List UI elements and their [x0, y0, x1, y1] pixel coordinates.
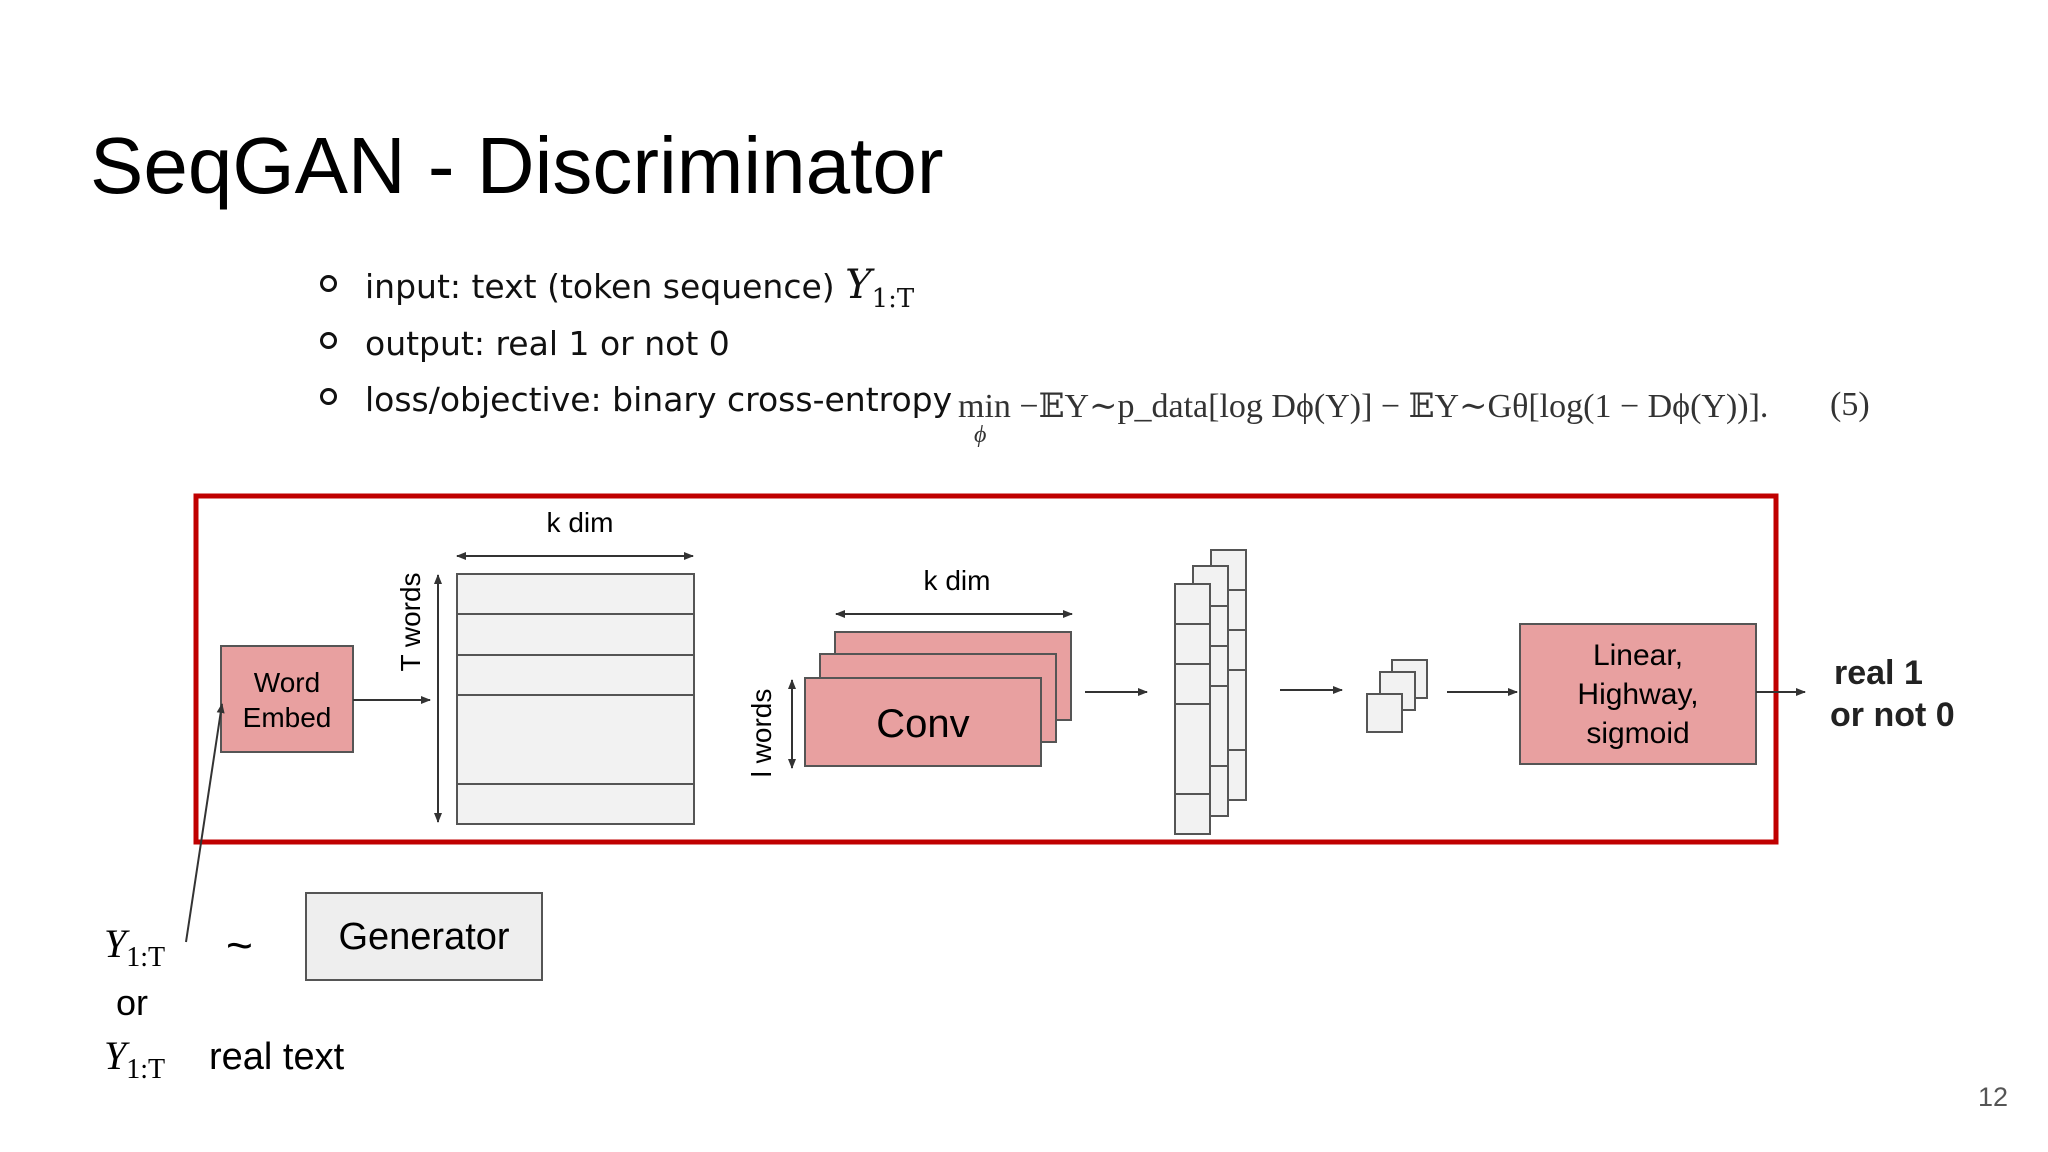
- l-words-label: l words: [746, 689, 777, 778]
- k-dim-label-1: k dim: [547, 507, 614, 538]
- formula-number: (5): [1830, 386, 1870, 423]
- bullet-output-text: output: real 1 or not 0: [365, 324, 730, 363]
- y-sequence-real: Y1:T: [104, 1033, 166, 1085]
- generator-label: Generator: [338, 916, 509, 958]
- bullet-input: input: text (token sequence) Y1:T: [320, 262, 914, 314]
- embedding-matrix: [456, 573, 695, 825]
- bullet-input-math: Y1:T: [845, 262, 915, 314]
- bullet-loss-text: loss/objective: binary cross-entropy: [365, 380, 953, 419]
- word-embed-label-2: Embed: [243, 702, 332, 733]
- generator-block: [305, 892, 543, 981]
- conv-label: Conv: [876, 702, 969, 746]
- y-sequence-generated: Y1:T: [104, 921, 166, 973]
- bullet-dot-icon: [320, 388, 337, 405]
- real-text-label: real text: [209, 1036, 345, 1078]
- bullet-dot-icon: [320, 275, 337, 292]
- pooled-features: [1366, 659, 1428, 733]
- bullet-output: output: real 1 or not 0: [320, 324, 730, 363]
- k-dim-label-2: k dim: [924, 565, 991, 596]
- linear-highway-sigmoid-block: [1519, 623, 1757, 765]
- bullet-dot-icon: [320, 332, 337, 349]
- formula-min-subscript: ϕ: [974, 422, 987, 448]
- or-label: or: [116, 982, 149, 1023]
- slide-title: SeqGAN - Discriminator: [90, 121, 944, 210]
- conv-block: [804, 677, 1042, 767]
- output-block-line-3: sigmoid: [1586, 717, 1689, 750]
- bullet-input-text: input: text (token sequence): [365, 267, 835, 306]
- loss-formula: min −𝔼Y∼p_data[log Dϕ(Y)] − 𝔼Y∼Gθ[log(1 …: [958, 386, 1870, 448]
- word-embed-block: [220, 645, 354, 753]
- input-arrow: [185, 703, 225, 943]
- output-label-1: real 1: [1834, 654, 1923, 692]
- discriminator-frame: [193, 493, 1779, 845]
- formula-expression: min −𝔼Y∼p_data[log Dϕ(Y)] − 𝔼Y∼Gθ[log(1 …: [958, 388, 1769, 425]
- output-block-line-2: Highway,: [1577, 678, 1698, 711]
- output-block-line-1: Linear,: [1593, 639, 1683, 672]
- word-embed-label-1: Word: [254, 667, 320, 698]
- tilde-symbol: ~: [226, 919, 253, 971]
- bullet-loss: loss/objective: binary cross-entropy: [320, 380, 952, 419]
- feature-maps: [1174, 549, 1247, 835]
- t-words-label: T words: [395, 572, 426, 671]
- page-number: 12: [1977, 1082, 2008, 1112]
- output-label-2: or not 0: [1830, 696, 1955, 734]
